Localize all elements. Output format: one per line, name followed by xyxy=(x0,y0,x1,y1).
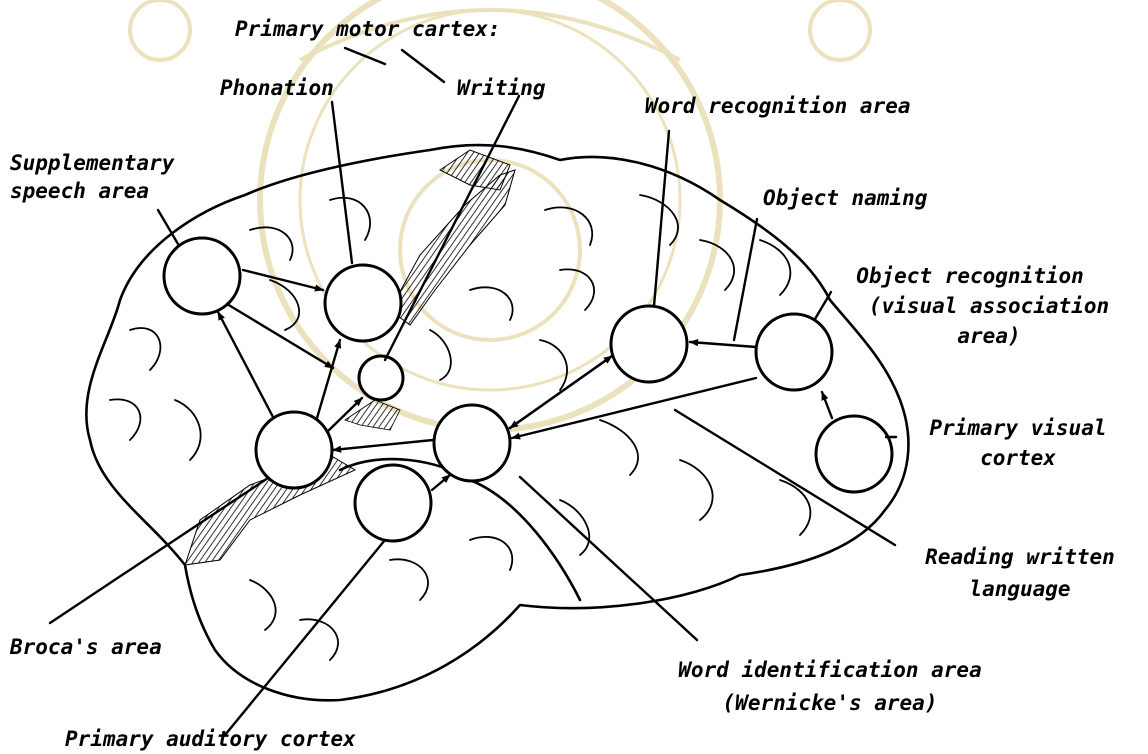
label-object-naming: Object naming xyxy=(763,185,927,211)
primary-visual-circle xyxy=(816,416,892,492)
auditory-cortex-circle xyxy=(355,465,431,541)
label-reading-written-1: Reading written xyxy=(895,544,1145,570)
object-recognition-circle xyxy=(756,314,832,390)
label-object-recognition-3: area) xyxy=(830,323,1148,349)
label-word-recognition-area: Word recognition area xyxy=(645,93,911,119)
label-phonation: Phonation xyxy=(220,75,334,101)
label-primary-auditory-cortex: Primary auditory cortex xyxy=(65,726,356,752)
label-word-identification-1: Word identification area xyxy=(635,657,1025,683)
label-reading-written-2: language xyxy=(895,576,1145,602)
label-writing: Writing xyxy=(457,75,546,101)
label-object-recognition-1: Object recognition xyxy=(810,263,1130,289)
label-word-identification-2: (Wernicke's area) xyxy=(635,690,1025,716)
writing-circle xyxy=(359,356,403,400)
label-supplementary-speech-1: Supplementary xyxy=(10,150,174,176)
wernickes-area-circle xyxy=(434,405,510,481)
word-recognition-circle xyxy=(611,306,687,382)
sulcus-shading xyxy=(185,150,515,565)
brocas-area-circle xyxy=(256,412,332,488)
label-object-recognition-2: (visual association xyxy=(830,293,1148,319)
label-supplementary-speech-2: speech area xyxy=(10,178,149,204)
label-primary-visual-1: Primary visual xyxy=(890,415,1146,441)
phonation-circle xyxy=(325,265,401,341)
label-brocas-area: Broca's area xyxy=(10,634,162,660)
label-primary-visual-2: cortex xyxy=(890,445,1146,471)
label-primary-motor-cortex: Primary motor cartex: xyxy=(235,16,501,42)
supplementary-speech-circle xyxy=(164,238,240,314)
